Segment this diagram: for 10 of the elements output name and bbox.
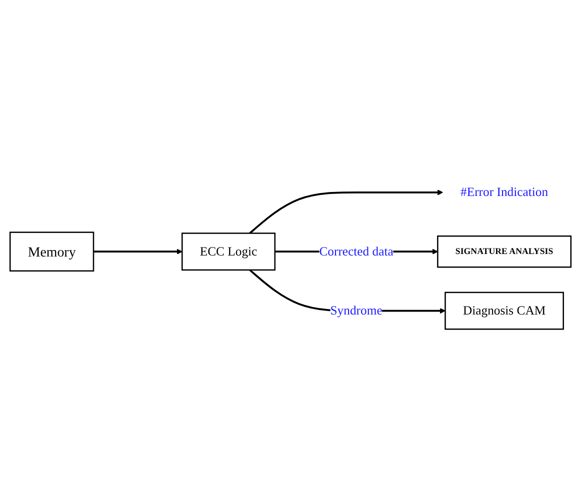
node-box: [182, 233, 276, 271]
node-text: #Error Indication: [460, 186, 548, 200]
node-box: [444, 292, 564, 330]
edge-label: Syndrome: [330, 304, 382, 318]
edge-label: Corrected data: [319, 245, 394, 259]
node-box: [437, 236, 572, 268]
arrow: [249, 190, 444, 234]
node-box: [9, 232, 94, 272]
arrow: [94, 249, 182, 255]
block-diagram: Corrected data Syndrome Memory ECC Logic #Error Indication SIGNATURE ANALYSIS Diagnosis CAM: [5, 169, 576, 335]
